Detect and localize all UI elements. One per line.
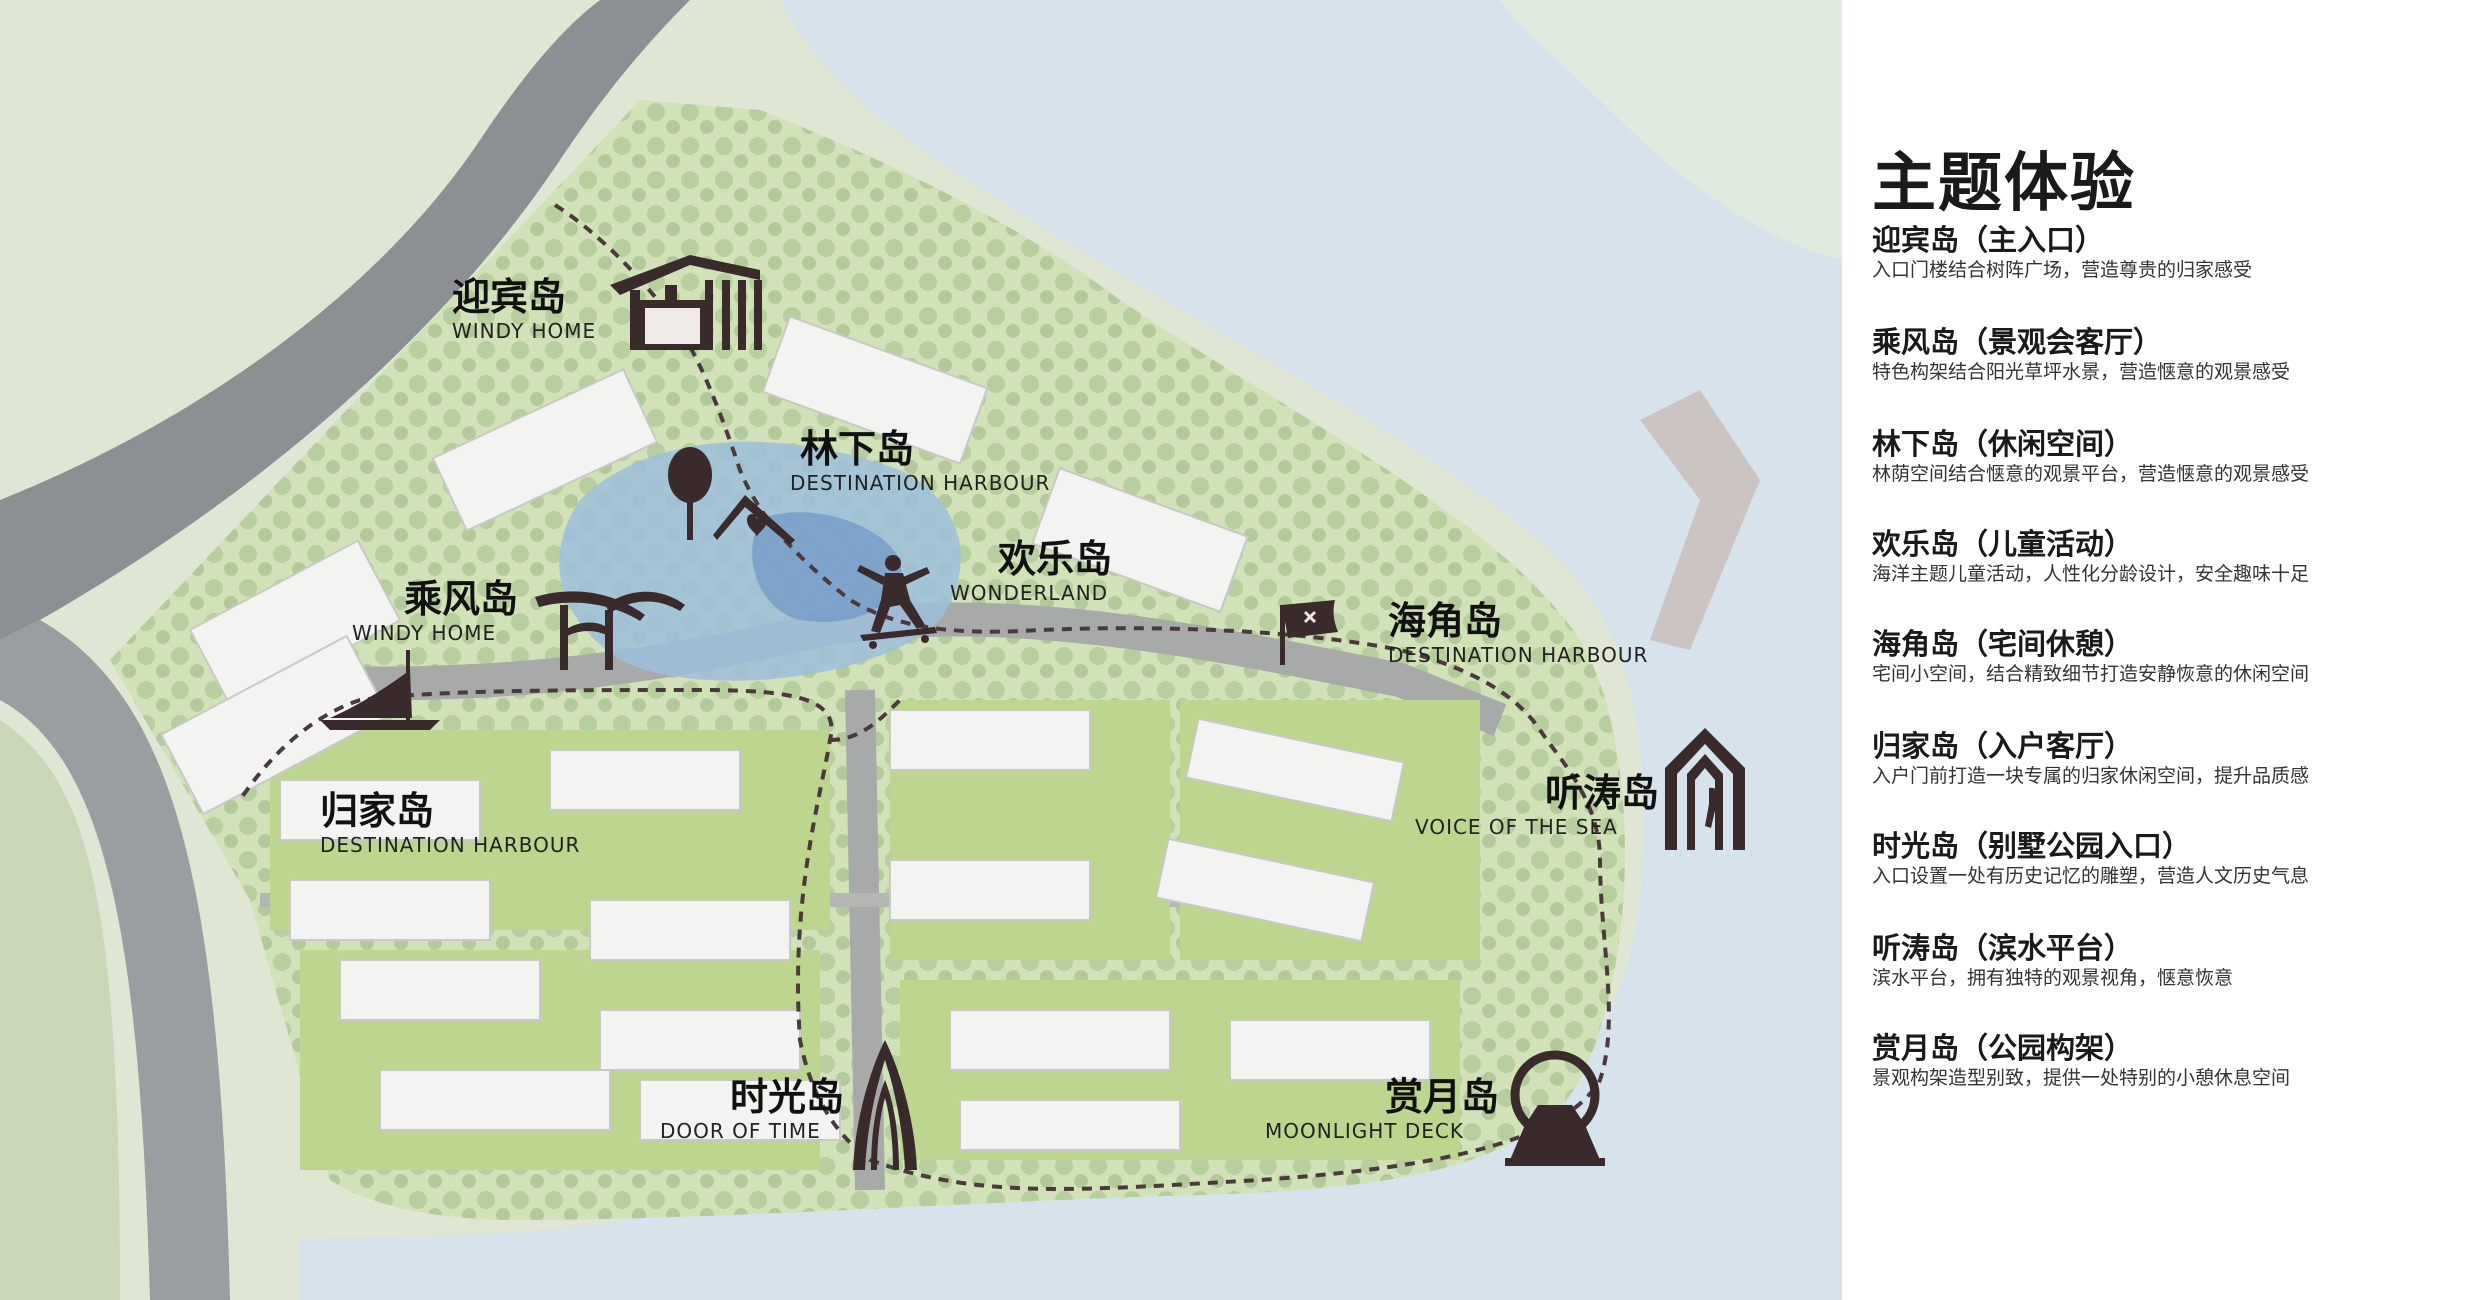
zone-name-cn: 听涛岛 [1545,771,1660,815]
experience-trail [238,203,1611,1191]
legend-item-desc: 滨水平台，拥有独特的观景视角，惬意恢意 [1872,967,2234,989]
legend-item: 乘风岛（景观会客厅） 特色构架结合阳光草坪水景，营造惬意的观景感受 [1872,324,2472,384]
legend-item-title: 林下岛（休闲空间） [1872,427,2134,461]
zone-label-guijia: 归家岛 DESTINATION HARBOUR [320,790,580,856]
zone-name-cn: 时光岛 [730,1075,845,1119]
legend-item-desc: 入户门前打造一块专属的归家休闲空间，提升品质感 [1872,765,2310,787]
zone-name-en: DOOR OF TIME [660,1119,821,1143]
legend-item: 归家岛（入户客厅） 入户门前打造一块专属的归家休闲空间，提升品质感 [1872,728,2472,788]
zone-label-shiguang: 时光岛 DOOR OF TIME [660,1076,844,1142]
zone-name-cn: 迎宾岛 [452,275,567,319]
zone-label-linxia: 林下岛 DESTINATION HARBOUR [790,428,1050,494]
arched-portal-icon [1665,728,1745,850]
legend-item: 听涛岛（滨水平台） 滨水平台，拥有独特的观景视角，惬意恢意 [1872,930,2472,990]
roadside-green [0,720,120,1300]
legend-item: 时光岛（别墅公园入口） 入口设置一处有历史记忆的雕塑，营造人文历史气息 [1872,828,2472,888]
legend-item-desc: 入口设置一处有历史记忆的雕塑，营造人文历史气息 [1872,865,2310,887]
skateboarder-icon [857,555,937,649]
ship-icon [320,650,440,730]
zone-label-tingtao: 听涛岛 VOICE OF THE SEA [1415,772,1659,838]
zone-name-cn: 林下岛 [800,427,915,471]
zone-name-en: DESTINATION HARBOUR [790,471,1051,495]
legend-item-desc: 特色构架结合阳光草坪水景，营造惬意的观景感受 [1872,361,2291,383]
zone-name-en: VOICE OF THE SEA [1415,815,1618,839]
legend-item: 海角岛（宅间休憩） 宅间小空间，结合精致细节打造安静恢意的休闲空间 [1872,626,2472,686]
legend-panel: 主题体验 迎宾岛（主入口） 入口门楼结合树阵广场，营造尊贵的归家感受 乘风岛（景… [1842,0,2481,1300]
moon-gate-icon [1505,1050,1605,1166]
gate-pavilion-icon [610,255,762,350]
zone-label-huanle: 欢乐岛 WONDERLAND [950,538,1112,604]
legend-item-title: 归家岛（入户客厅） [1872,729,2134,763]
flag-icon [1280,600,1338,665]
trail-branch [829,698,902,742]
legend-item: 赏月岛（公园构架） 景观构架造型别致，提供一处特别的小憩休息空间 [1872,1030,2472,1090]
legend-item-title: 欢乐岛（儿童活动） [1872,527,2134,561]
legend-item-title: 乘风岛（景观会客厅） [1872,325,2163,359]
legend-title: 主题体验 [1872,147,2136,221]
legend-item-title: 赏月岛（公园构架） [1872,1031,2134,1065]
zone-label-yingbin: 迎宾岛 WINDY HOME [452,276,596,342]
legend-item-desc: 宅间小空间，结合精致细节打造安静恢意的休闲空间 [1872,663,2310,685]
zone-name-cn: 乘风岛 [404,577,519,621]
zone-name-en: DESTINATION HARBOUR [320,833,581,857]
zone-name-en: WINDY HOME [352,621,497,645]
zone-name-cn: 欢乐岛 [998,537,1113,581]
lake-water [300,0,1842,1300]
boardwalk-pier [1640,390,1760,650]
legend-item-title: 迎宾岛（主入口） [1872,223,2105,257]
far-shore [1500,0,1842,260]
wind-pavilion-icon [535,591,685,670]
legend-item-desc: 海洋主题儿童活动，人性化分龄设计，安全趣味十足 [1872,563,2310,585]
legend-item: 欢乐岛（儿童活动） 海洋主题儿童活动，人性化分龄设计，安全趣味十足 [1872,526,2472,586]
time-arch-icon [853,1040,917,1170]
legend-item: 迎宾岛（主入口） 入口门楼结合树阵广场，营造尊贵的归家感受 [1872,222,2472,282]
legend-item: 林下岛（休闲空间） 林荫空间结合惬意的观景平台，营造惬意的观景感受 [1872,426,2472,486]
zone-label-haijiao: 海角岛 DESTINATION HARBOUR [1388,600,1648,666]
residential-buildings [159,315,1431,1151]
legend-item-desc: 入口门楼结合树阵广场，营造尊贵的归家感受 [1872,259,2253,281]
tree-house-heart-icon [668,447,795,545]
site-plan-drawing [0,0,1842,1300]
zone-name-cn: 归家岛 [320,789,435,833]
zone-name-en: DESTINATION HARBOUR [1388,643,1649,667]
side-road [0,620,230,1300]
legend-item-title: 海角岛（宅间休憩） [1872,627,2134,661]
legend-item-title: 时光岛（别墅公园入口） [1872,829,2192,863]
zone-name-en: MOONLIGHT DECK [1265,1119,1464,1143]
zone-name-cn: 海角岛 [1388,599,1503,643]
highway [0,0,690,640]
zone-label-chengfeng: 乘风岛 WINDY HOME [352,578,518,644]
legend-item-desc: 景观构架造型别致，提供一处特别的小憩休息空间 [1872,1067,2291,1089]
zone-name-en: WONDERLAND [950,581,1109,605]
zone-name-en: WINDY HOME [452,319,597,343]
site-map: 迎宾岛 WINDY HOME 林下岛 DESTINATION HARBOUR 乘… [0,0,1842,1300]
zone-name-cn: 赏月岛 [1385,1075,1500,1119]
legend-item-desc: 林荫空间结合惬意的观景平台，营造惬意的观景感受 [1872,463,2310,485]
zone-label-shangyue: 赏月岛 MOONLIGHT DECK [1265,1076,1499,1142]
legend-item-title: 听涛岛（滨水平台） [1872,931,2134,965]
